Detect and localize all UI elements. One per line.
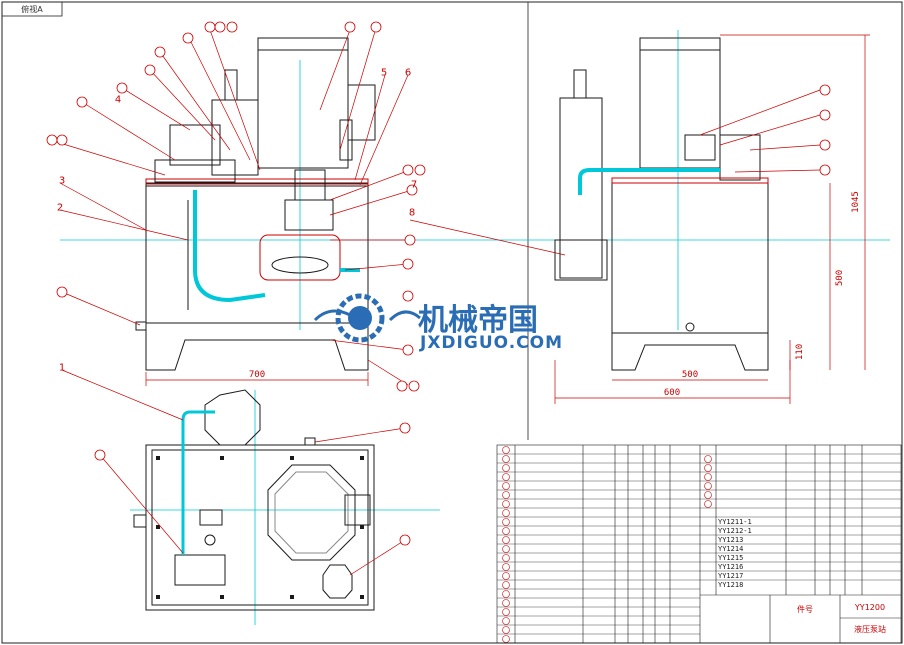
- front-view: [135, 37, 376, 371]
- pressure-pipe-side: [578, 168, 720, 195]
- motor-front: [257, 37, 349, 169]
- bom-rows: [497, 453, 901, 635]
- dim-side-base: 110: [795, 344, 805, 360]
- side-leaders: [699, 89, 821, 173]
- svg-text:4: 4: [115, 95, 121, 106]
- drawing-number: YY1200: [854, 603, 885, 612]
- side-dimensions: [554, 34, 870, 404]
- watermark-chinese: 机械帝国: [418, 303, 538, 338]
- bom-item-markers: [502, 446, 712, 643]
- dim-side-inner: 500: [682, 370, 698, 380]
- plan-view: [133, 389, 375, 611]
- motor-flange-plan: [267, 464, 356, 561]
- svg-text:8: 8: [409, 208, 415, 219]
- title-sub-label: 件号: [797, 604, 813, 614]
- dim-side-tank-height: 500: [835, 270, 845, 286]
- dim-side-total: 1045: [851, 191, 861, 213]
- side-view: [554, 37, 769, 371]
- motor-side: [639, 37, 721, 169]
- plan-callouts: [94, 422, 411, 546]
- plan-leaders: [61, 369, 406, 576]
- svg-text:2: 2: [57, 203, 63, 214]
- front-callouts: [46, 21, 426, 392]
- watermark: 机械帝国 JXDIGUO.COM: [313, 293, 563, 353]
- tank-cover-front: [145, 178, 369, 185]
- svg-text:YY1217: YY1217: [718, 572, 743, 580]
- gear-logo-icon: [335, 293, 385, 343]
- oil-tank-side: [611, 182, 769, 334]
- svg-text:5: 5: [381, 68, 387, 79]
- svg-text:6: 6: [405, 68, 411, 79]
- view-tag: 俯视A: [21, 4, 43, 14]
- pump-front: [259, 234, 341, 281]
- front-leaders: [49, 27, 566, 386]
- valve-block-plan: [174, 554, 226, 586]
- valve-block-front: [169, 124, 221, 166]
- dim-side-outer: 600: [664, 388, 680, 398]
- front-dimension: [145, 372, 369, 386]
- watermark-english: JXDIGUO.COM: [419, 333, 563, 353]
- svg-text:YY1218: YY1218: [718, 581, 743, 589]
- filter-plan: [204, 389, 261, 446]
- filler-cap-plan: [322, 564, 353, 599]
- svg-text:3: 3: [59, 176, 65, 187]
- bom-right-codes: YY1211-1 YY1212-1 YY1213 YY1214 YY1215 Y…: [718, 518, 752, 589]
- svg-text:YY1216: YY1216: [718, 563, 743, 571]
- suction-pipe-front: [193, 190, 266, 303]
- side-callouts: [819, 84, 831, 176]
- drawing-title: 液压泵站: [854, 624, 886, 634]
- svg-text:1: 1: [59, 363, 65, 374]
- oil-tank-front: [145, 182, 369, 324]
- svg-text:YY1214: YY1214: [718, 545, 743, 553]
- svg-text:YY1213: YY1213: [718, 536, 743, 544]
- svg-text:7: 7: [411, 180, 417, 191]
- dim-front-width: 700: [249, 370, 265, 380]
- svg-text:YY1211-1: YY1211-1: [718, 518, 752, 526]
- svg-text:YY1212-1: YY1212-1: [718, 527, 752, 535]
- svg-text:YY1215: YY1215: [718, 554, 743, 562]
